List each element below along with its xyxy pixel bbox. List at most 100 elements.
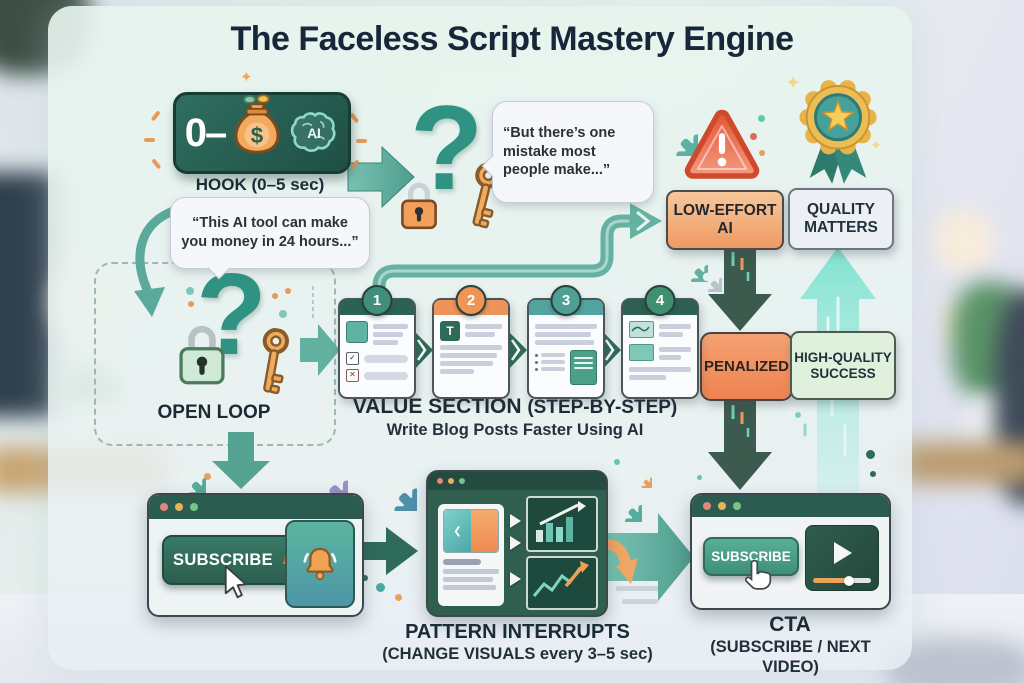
decor-dot	[758, 115, 765, 122]
window-titlebar	[428, 472, 606, 490]
window-dot-red	[437, 478, 443, 484]
arrow-curve-to-open-loop	[135, 205, 181, 299]
decor-dot	[188, 301, 194, 307]
quality-matters-label: QUALITY MATTERS	[804, 201, 878, 236]
warning-triangle-icon	[684, 109, 760, 179]
mini-arrow-icon	[510, 514, 521, 528]
decor-dot	[204, 473, 211, 480]
step-badge: 2	[455, 285, 487, 316]
arrow-openloop-to-subscribe	[212, 432, 270, 489]
mistake-quote-text: “But there’s one mistake most people mak…	[503, 124, 616, 179]
gear-icon	[316, 472, 348, 504]
cta-detail: (SUBSCRIBE / NEXT VIDEO)	[710, 638, 871, 676]
decor-dot	[376, 583, 385, 592]
step-badge: 4	[644, 285, 676, 316]
arrow-hook-to-question	[347, 145, 415, 209]
arrow-subscribe-to-pattern	[352, 527, 418, 575]
text-tool-tile: T	[440, 321, 460, 341]
value-section-subtitle: Write Blog Posts Faster Using AI	[386, 421, 644, 439]
ai-chip-label: AI	[307, 126, 321, 141]
subscribe-window: SUBSCRIBE	[147, 493, 364, 617]
decor-dot	[186, 287, 194, 295]
progress-bar[interactable]	[813, 575, 871, 586]
slide-image-teal: ❮	[444, 510, 471, 552]
low-effort-ai-box: LOW-EFFORT AI	[666, 190, 784, 250]
gear-icon	[668, 126, 698, 156]
high-quality-success-box: HIGH-QUALITY SUCCESS	[790, 331, 896, 400]
value-section-label: VALUE SECTION (STEP-BY-STEP)	[352, 395, 678, 418]
line-chart-icon	[532, 561, 589, 597]
gear-icon	[618, 498, 642, 522]
decor-dot	[395, 594, 402, 601]
window-dot-green	[733, 502, 741, 510]
gear-icon	[637, 473, 652, 488]
dollar-sign: $	[251, 123, 264, 148]
window-dot-green	[459, 478, 465, 484]
bg-bokeh-right1	[933, 210, 995, 272]
decor-dot	[362, 575, 368, 581]
step-card-3: 3	[527, 285, 605, 399]
page-title: The Faceless Script Mastery Engine	[230, 20, 794, 58]
arrow-loweffort-to-penalized	[708, 243, 772, 331]
decor-dot	[697, 475, 702, 480]
decor-dot	[795, 412, 801, 418]
window-titlebar	[692, 495, 889, 517]
quality-matters-box: QUALITY MATTERS	[788, 188, 894, 250]
spark-ray	[356, 139, 367, 143]
step-badge: 3	[550, 285, 582, 316]
play-icon[interactable]	[834, 542, 852, 564]
mini-arrow-icon	[510, 536, 521, 550]
progress-knob[interactable]	[843, 575, 854, 586]
chevron-left-icon: ❮	[453, 525, 462, 537]
key-icon	[262, 327, 289, 395]
decor-dot	[614, 459, 620, 465]
gear-icon	[702, 272, 722, 292]
slide-card: ❮	[438, 504, 504, 606]
mistake-quote-bubble: “But there’s one mistake most people mak…	[481, 101, 654, 203]
low-effort-ai-label: LOW-EFFORT AI	[673, 202, 777, 237]
bell-panel	[285, 520, 355, 608]
arrow-step2-step3	[507, 330, 527, 371]
sparkle-icon: ✦	[785, 73, 801, 94]
pattern-window: ❮	[426, 470, 608, 617]
step-card-1: 1 ✓ ✕	[338, 285, 416, 399]
cta-window: SUBSCRIBE	[690, 493, 891, 610]
penalized-box: PENALIZED	[700, 332, 793, 401]
arrow-step1-step2	[413, 330, 433, 371]
sparkle-icon: ✦	[240, 69, 253, 86]
sparkle-icon: ✦	[870, 137, 882, 153]
hook-quote-bubble: “This AI tool can make you money in 24 h…	[170, 197, 370, 280]
window-dot-yellow	[175, 503, 183, 511]
line-chart-panel	[526, 556, 598, 610]
step-card-2: 2 T	[432, 285, 510, 399]
decor-dot	[759, 150, 765, 156]
lock-open-icon	[179, 325, 225, 385]
window-dot-yellow	[718, 502, 726, 510]
decor-line	[622, 599, 658, 604]
spark-ray	[144, 138, 155, 142]
cross-icon: ✕	[346, 369, 359, 382]
hook-label: HOOK (0–5 sec)	[150, 175, 370, 195]
bg-desk-right	[898, 442, 1024, 484]
pipe-steps-to-loweffort	[372, 214, 637, 309]
bell-ring-icon	[303, 547, 337, 581]
cta-subscribe-label: SUBSCRIBE	[711, 549, 791, 564]
decor-line	[616, 586, 660, 591]
bar-chart-panel	[526, 496, 598, 552]
high-quality-success-label: HIGH-QUALITY SUCCESS	[794, 349, 892, 381]
slide-image-orange	[471, 510, 498, 552]
mini-arrow-icon	[510, 572, 521, 586]
hook-number: 0–	[184, 110, 227, 155]
decor-dot	[285, 288, 291, 294]
hook-quote-text: “This AI tool can make you money in 24 h…	[181, 215, 359, 250]
arrow-openloop-to-steps	[300, 324, 340, 376]
decor-dot	[750, 133, 757, 140]
video-player	[805, 525, 879, 591]
arrow-penalized-to-cta	[708, 396, 772, 490]
lock-icon	[401, 182, 437, 230]
window-titlebar	[149, 495, 362, 519]
money-bag-icon: $	[234, 94, 280, 154]
decor-dot	[272, 293, 278, 299]
